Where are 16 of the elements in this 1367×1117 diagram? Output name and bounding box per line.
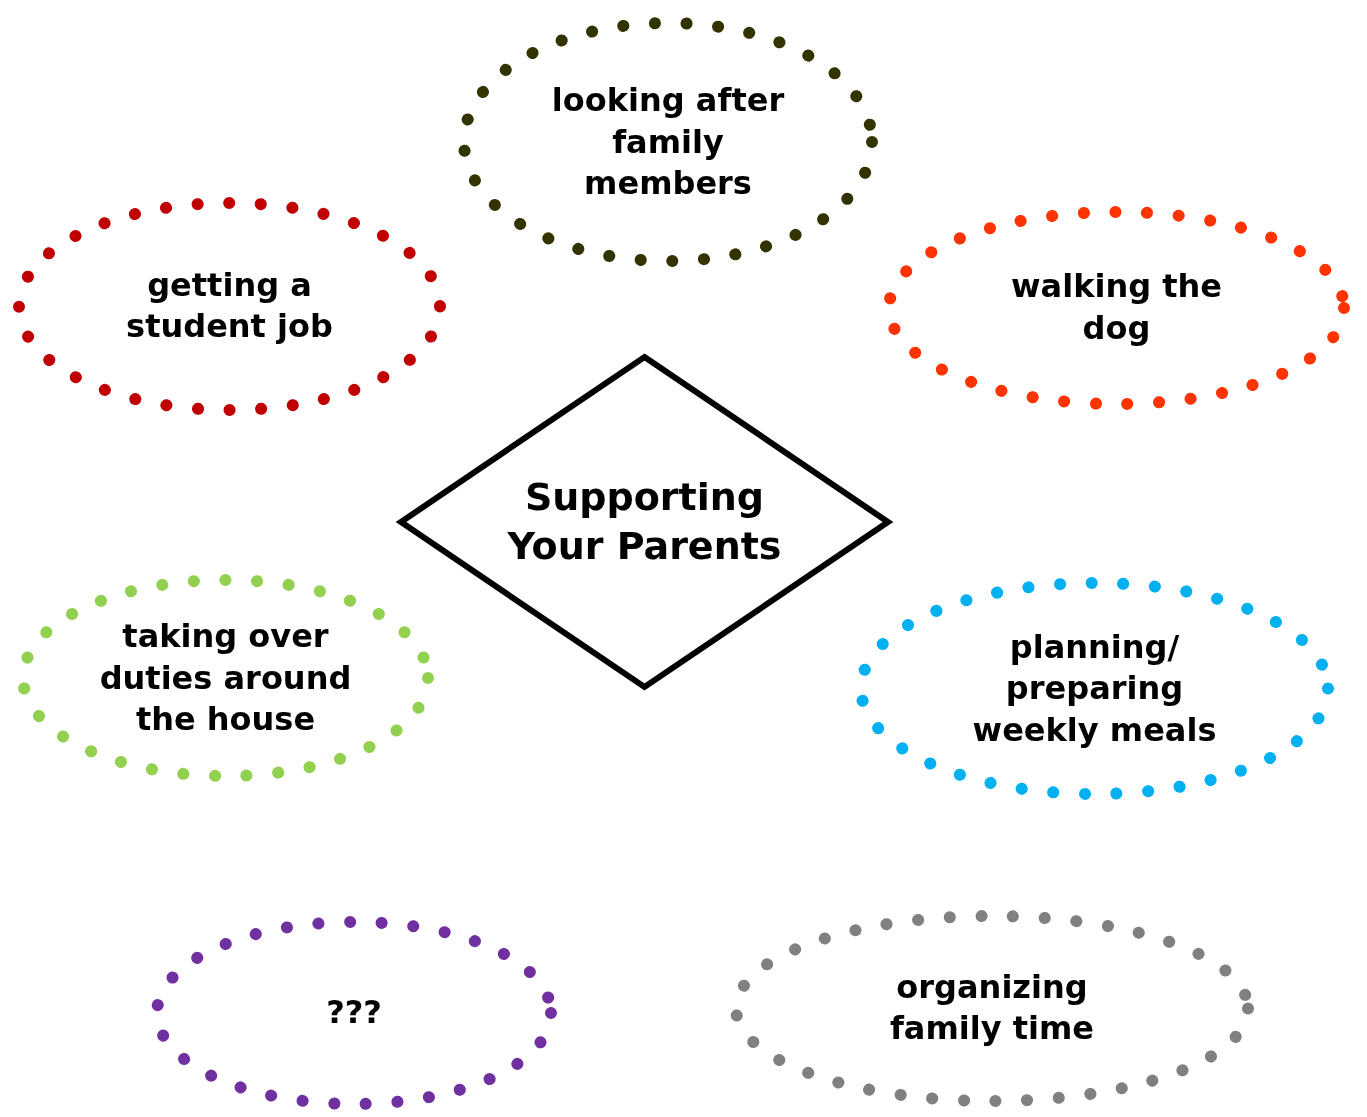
bubble-text: Supporting Your Parents (506, 473, 783, 570)
dotted-ellipse (730, 910, 1254, 1107)
dotted-ellipse (855, 577, 1334, 800)
bubble-text: planning/ preparing weekly meals (971, 626, 1218, 751)
dotted-ellipse (883, 206, 1350, 410)
dotted-ellipse (458, 17, 878, 267)
diamond-shape (397, 354, 892, 690)
bubble-text: ??? (325, 992, 383, 1034)
dotted-ellipse (13, 197, 446, 416)
dotted-ellipse (151, 916, 557, 1110)
bubble-text: walking the dog (1010, 266, 1223, 349)
bubble-text: organizing family time (888, 966, 1096, 1050)
bubble-text: getting a student job (125, 264, 334, 348)
bubble-text: looking after family members (550, 79, 786, 204)
bubble-text: taking over duties around the house (98, 615, 353, 740)
dotted-ellipse (17, 574, 434, 782)
